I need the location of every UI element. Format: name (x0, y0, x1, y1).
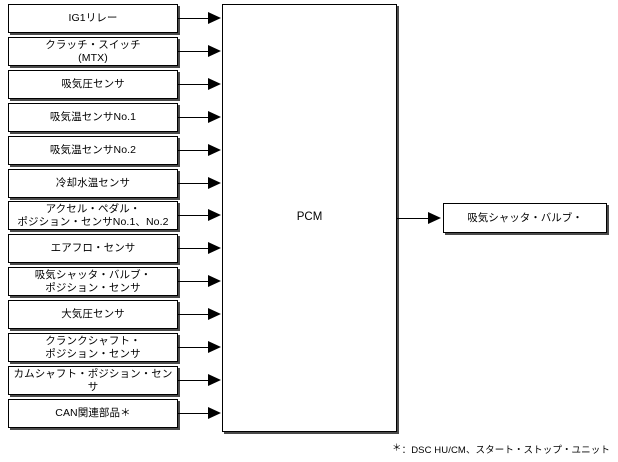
connector-line-6 (178, 183, 210, 184)
input-box-8[interactable]: エアフロ・センサ (8, 234, 178, 263)
input-box-label: IG1リレー (68, 12, 118, 25)
connector-line-3 (178, 84, 210, 85)
arrow-head-icon-2 (208, 45, 221, 57)
connector-line-13 (178, 413, 210, 414)
input-box-11[interactable]: クランクシャフト・ ポジション・センサ (8, 333, 178, 362)
input-box-label: 吸気温センサNo.2 (49, 144, 137, 157)
arrow-head-icon-11 (208, 341, 221, 353)
input-box-label: アクセル・ペダル・ ポジション・センサNo.1、No.2 (17, 203, 169, 228)
arrow-head-icon-7 (208, 209, 221, 221)
input-box-label: クランクシャフト・ ポジション・センサ (45, 335, 141, 360)
pcm-controller-box[interactable]: PCM (222, 4, 397, 432)
arrow-head-icon-1 (208, 12, 221, 24)
input-box-10[interactable]: 大気圧センサ (8, 300, 178, 329)
pcm-label: PCM (296, 211, 323, 224)
output-box-1[interactable]: 吸気シャッタ・バルブ・ (443, 203, 607, 233)
input-box-label: 冷却水温センサ (55, 177, 131, 190)
arrow-head-icon-8 (208, 242, 221, 254)
input-box-1[interactable]: IG1リレー (8, 4, 178, 33)
arrow-head-icon-13 (208, 407, 221, 419)
input-box-label: 吸気温センサNo.1 (49, 111, 137, 124)
arrow-head-icon-9 (208, 275, 221, 287)
footnote-text: ：DSC HU/CM、スタート・ストップ・ユニット (401, 445, 610, 456)
input-box-9[interactable]: 吸気シャッタ・バルブ・ ポジション・センサ (8, 267, 178, 296)
output-box-label: 吸気シャッタ・バルブ・ (467, 211, 583, 224)
output-connector-line (397, 218, 430, 219)
input-box-13[interactable]: CAN関連部品＊ (8, 399, 178, 428)
input-box-3[interactable]: 吸気圧センサ (8, 70, 178, 99)
arrow-head-icon-5 (208, 144, 221, 156)
input-box-label: 大気圧センサ (61, 308, 125, 321)
input-box-label: CAN関連部品＊ (55, 407, 131, 420)
arrow-head-icon-6 (208, 177, 221, 189)
input-box-6[interactable]: 冷却水温センサ (8, 169, 178, 198)
connector-line-9 (178, 281, 210, 282)
footnote: ＊：DSC HU/CM、スタート・ストップ・ユニット (392, 440, 618, 456)
arrow-head-icon-4 (208, 111, 221, 123)
input-box-label: 吸気圧センサ (61, 78, 125, 91)
input-box-4[interactable]: 吸気温センサNo.1 (8, 103, 178, 132)
connector-line-7 (178, 215, 210, 216)
input-box-2[interactable]: クラッチ・スイッチ (MTX) (8, 37, 178, 66)
connector-line-11 (178, 347, 210, 348)
input-box-label: カムシャフト・ポジション・センサ (13, 368, 173, 393)
arrow-head-icon-12 (208, 374, 221, 386)
input-box-7[interactable]: アクセル・ペダル・ ポジション・センサNo.1、No.2 (8, 201, 178, 230)
connector-line-8 (178, 248, 210, 249)
connector-line-12 (178, 380, 210, 381)
connector-line-5 (178, 150, 210, 151)
arrow-head-icon-10 (208, 308, 221, 320)
input-box-label: クラッチ・スイッチ (MTX) (45, 39, 141, 64)
arrow-head-icon-output (428, 212, 441, 224)
connector-line-2 (178, 51, 210, 52)
input-box-12[interactable]: カムシャフト・ポジション・センサ (8, 366, 178, 395)
input-box-5[interactable]: 吸気温センサNo.2 (8, 136, 178, 165)
connector-line-10 (178, 314, 210, 315)
connector-line-1 (178, 18, 210, 19)
input-box-label: エアフロ・センサ (50, 242, 136, 255)
connector-line-4 (178, 117, 210, 118)
input-box-label: 吸気シャッタ・バルブ・ ポジション・センサ (34, 269, 152, 294)
footnote-marker: ＊ (392, 443, 402, 454)
arrow-head-icon-3 (208, 78, 221, 90)
